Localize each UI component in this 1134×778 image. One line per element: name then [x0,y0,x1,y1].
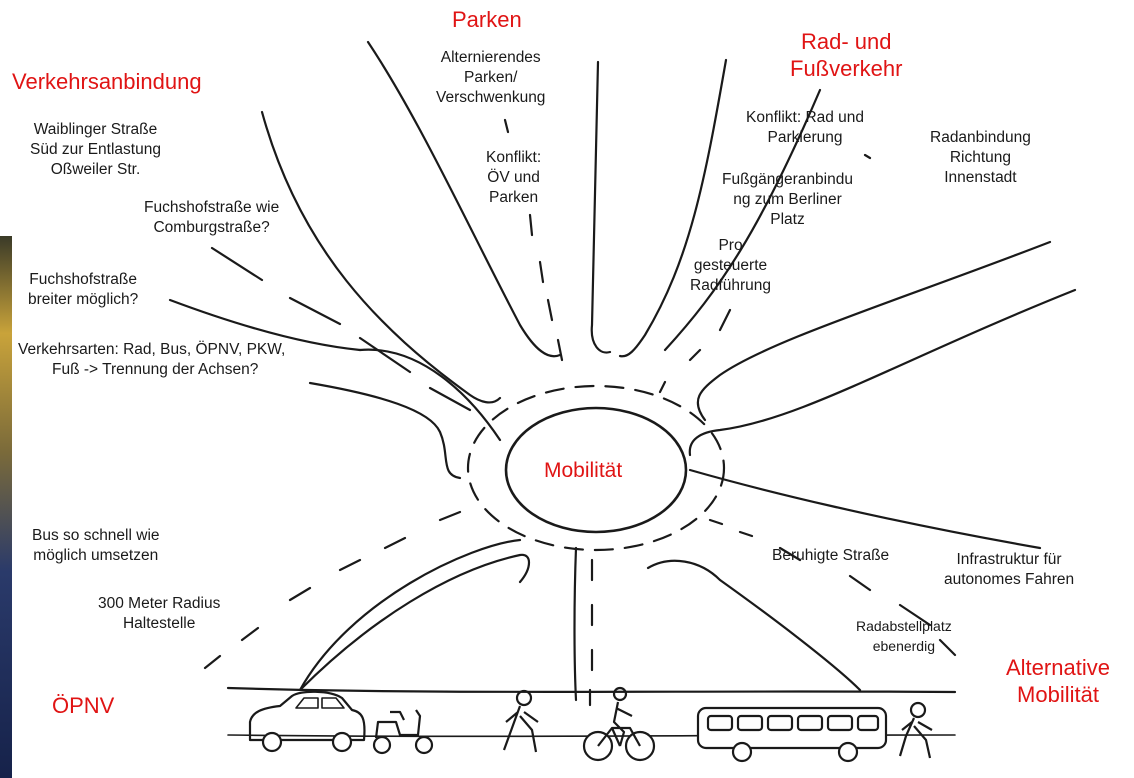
note-alternierendes-parken: Alternierendes Parken/ Verschwenkung [436,48,545,108]
note-line: Richtung [949,149,1012,166]
road-edge [366,40,562,358]
category-parken: Parken [452,7,522,32]
note-300m-radius: 300 Meter Radius Haltestelle [98,594,220,634]
note-line: Alternierendes [440,49,541,66]
cyclist-icon [582,686,656,762]
note-line: Fußgängeranbindu [722,171,853,188]
lane-dashes [210,246,472,412]
lane-dashes [658,153,872,394]
note-line: Verschwenkung [436,89,546,106]
note-line: Bus so schnell wie [32,527,160,544]
note-line: 300 Meter Radius [98,595,221,612]
note-line: Platz [770,211,805,228]
category-line: Rad- und [800,29,892,54]
base-road [226,686,957,694]
note-line: breiter möglich? [28,291,139,308]
note-line: Parken/ [464,69,518,86]
note-line: ng zum Berliner [733,191,842,208]
roundabout-inner [504,406,688,534]
road-edge [688,468,1042,550]
note-line: Konflikt: [486,149,542,166]
note-line: Pro [718,237,743,254]
bus-icon [696,706,888,763]
road-edge [168,298,362,352]
road-edge [646,559,862,692]
car-icon [248,690,366,753]
note-infrastruktur-autonom: Infrastruktur für autonomes Fahren [944,550,1074,590]
note-fuchshof-comburg: Fuchshofstraße wie Comburgstraße? [144,198,279,238]
road-edge [663,88,822,352]
center-mobilitaet: Mobilität [544,459,623,482]
note-line: Innenstadt [944,169,1017,186]
category-verkehrsanbindung: Verkehrsanbindung [12,69,202,94]
road-edge [590,60,612,354]
note-line: Haltestelle [122,615,196,632]
road-edge [358,348,502,442]
note-line: Radanbindung [930,129,1031,146]
lane-dashes [588,558,594,707]
note-line: Parken [489,189,539,206]
lane-dashes [203,510,462,670]
note-fussgaengeranbindung: Fußgängeranbindu ng zum Berliner Platz [722,170,853,230]
note-line: Fuchshofstraße wie [144,199,280,216]
category-line: Alternative [1006,655,1110,680]
road-edge [688,288,1077,457]
road-edge [298,553,531,692]
note-konflikt-oev: Konflikt: ÖV und Parken [486,148,541,208]
note-line: ÖV und [487,169,540,186]
note-line: Fuß -> Trennung der Achsen? [52,361,259,378]
note-line: Radführung [690,277,772,294]
road-edge [298,538,522,692]
note-line: Waiblinger Straße [33,121,158,138]
note-verkehrsarten: Verkehrsarten: Rad, Bus, ÖPNV, PKW, Fuß … [18,340,285,380]
note-bus-schnell: Bus so schnell wie möglich umsetzen [32,526,160,566]
roundabout-lane [466,384,726,552]
note-line: Comburgstraße? [153,219,270,236]
note-line: möglich umsetzen [33,547,159,564]
category-rad-fussverkehr: Rad- und Fußverkehr [790,28,902,82]
category-oepnv: ÖPNV [52,693,115,718]
pedestrian-icon [898,701,933,759]
road-edge [308,381,462,480]
category-line: Mobilität [1017,682,1099,707]
note-line: ebenerdig [872,638,935,654]
note-waiblinger-strasse: Waiblinger Straße Süd zur Entlastung Oßw… [30,120,161,180]
note-line: gesteuerte [693,257,768,274]
note-line: Parkierung [767,129,843,146]
note-line: Oßweiler Str. [50,161,141,178]
note-line: Konflikt: Rad und [746,109,865,126]
road-edge [573,546,578,702]
note-line: Radabstellplatz [856,618,952,634]
road-edge [696,240,1052,422]
note-radanbindung: Radanbindung Richtung Innenstadt [930,128,1031,188]
note-line: Infrastruktur für [956,551,1062,568]
road-edge [260,110,502,404]
category-alternative-mobilitaet: Alternative Mobilität [1006,654,1110,708]
scooter-icon [372,709,434,755]
note-line: autonomes Fahren [944,571,1075,588]
note-konflikt-rad: Konflikt: Rad und Parkierung [746,108,864,148]
note-line: Verkehrsarten: Rad, Bus, ÖPNV, PKW, [18,341,286,358]
note-pro-gesteuerte-radfuehrung: Pro gesteuerte Radführung [690,236,771,296]
note-line: Fuchshofstraße [29,271,137,288]
note-fuchshof-breiter: Fuchshofstraße breiter möglich? [28,270,138,310]
note-beruhigte-strasse: Beruhigte Straße [772,547,890,564]
pedestrian-icon [502,689,539,753]
lane-dashes [708,518,957,657]
road-edge [618,58,728,358]
lane-dashes [503,118,564,362]
note-radabstellplatz: Radabstellplatz ebenerdig [856,616,952,656]
left-edge-image [0,236,12,778]
category-line: Fußverkehr [790,56,903,81]
note-line: Süd zur Entlastung [30,141,161,158]
